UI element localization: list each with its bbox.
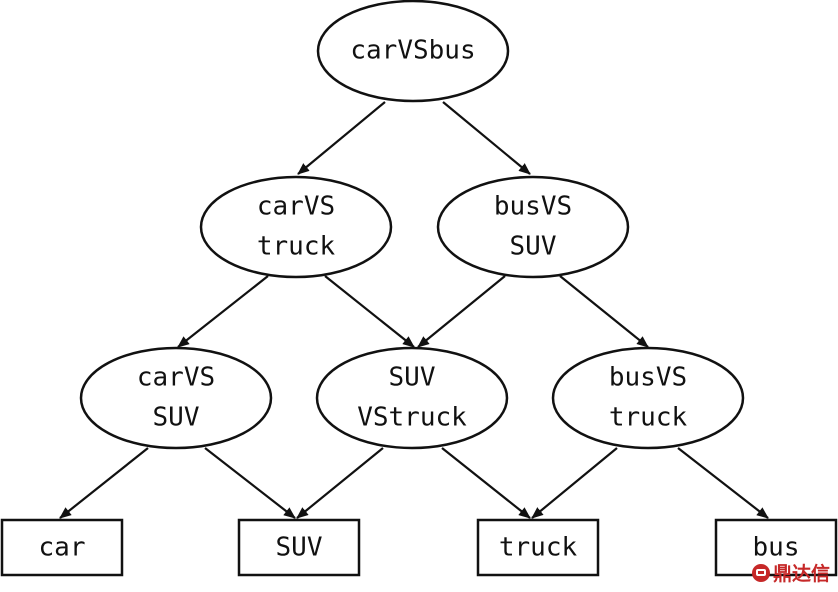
node-car-vs-truck: carVS truck <box>199 175 393 279</box>
node-label-line: busVS <box>609 363 687 393</box>
node-label-line: carVSbus <box>350 36 475 66</box>
leaf-label: SUV <box>276 533 323 563</box>
leaf-label: bus <box>753 533 800 563</box>
logo-badge-icon <box>751 563 770 582</box>
watermark: 鼎达信 <box>751 559 830 586</box>
edge-suv-vs-truck-truck <box>441 447 531 519</box>
node-label-line: truck <box>609 403 688 433</box>
edge-bus-vs-suv-bus-vs-truck <box>559 275 649 348</box>
node-car-vs-suv: carVS SUV <box>79 346 273 450</box>
leaf-label: truck <box>499 533 578 563</box>
edge-bus-vs-truck-truck <box>531 447 618 519</box>
edge-bus-vs-suv-suv-vs-truck <box>417 275 506 348</box>
leaf-bus: bus <box>714 518 838 577</box>
watermark-text: 鼎达信 <box>772 563 830 585</box>
edge-car-vs-truck-car-vs-suv <box>177 275 269 348</box>
leaf-truck: truck <box>476 518 600 577</box>
edges <box>59 101 769 519</box>
leaf-suv: SUV <box>237 518 361 577</box>
leaf-label: car <box>39 533 86 563</box>
leaf-car: car <box>0 518 124 577</box>
edge-car-vs-truck-suv-vs-truck <box>324 275 415 348</box>
edge-root-bus-vs-suv <box>442 101 531 175</box>
node-car-vs-bus: carVSbus <box>316 0 510 103</box>
node-label-line: truck <box>257 232 336 262</box>
node-label-line: carVS <box>257 192 335 222</box>
node-label-line: SUV <box>389 363 436 393</box>
edge-car-vs-suv-car <box>59 447 149 519</box>
edge-bus-vs-truck-bus <box>677 447 769 519</box>
edge-root-car-vs-truck <box>297 101 386 175</box>
node-label-line: VStruck <box>357 403 467 433</box>
edge-car-vs-suv-suv <box>204 447 296 519</box>
node-label-line: SUV <box>510 232 557 262</box>
node-suv-vs-truck: SUV VStruck <box>315 346 509 450</box>
node-bus-vs-truck: busVS truck <box>551 346 745 450</box>
node-label-line: carVS <box>137 363 215 393</box>
edge-suv-vs-truck-suv <box>296 447 384 519</box>
node-label-line: busVS <box>494 192 572 222</box>
node-label-line: SUV <box>153 403 200 433</box>
node-bus-vs-suv: busVS SUV <box>436 175 630 279</box>
